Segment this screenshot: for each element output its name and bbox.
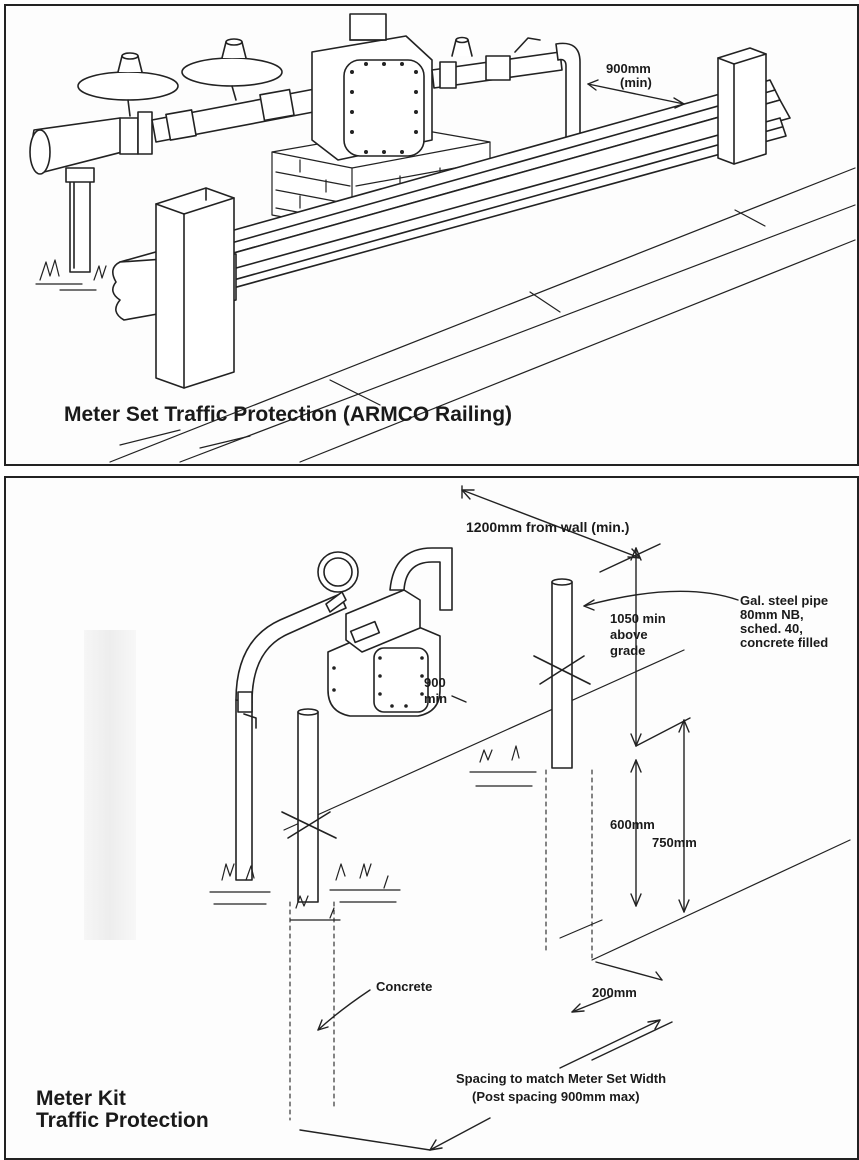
- post-spacing-dimension: [299, 1019, 673, 1151]
- pipe-spec-label-4: concrete filled: [740, 635, 829, 650]
- pipe-spec-leader: [583, 590, 739, 611]
- grass-tuft: [209, 745, 537, 921]
- railing-post: [717, 47, 767, 165]
- embed-depth-label: 600mm: [610, 817, 655, 832]
- regulator-vent-cap: [77, 52, 179, 117]
- embed-depth-dimension: [630, 717, 691, 907]
- post-height-label-1: 1050 min: [610, 611, 666, 626]
- post-height-label-3: grade: [610, 643, 646, 658]
- spacing-label-1: Spacing to match Meter Set Width: [456, 1071, 667, 1086]
- pipe-spec-label-2: 80mm NB,: [740, 607, 804, 622]
- clearance-note-label: (min): [620, 75, 652, 90]
- protection-post: [281, 708, 337, 903]
- gas-meter-kit: [235, 547, 453, 881]
- pipe-spec-label-3: sched. 40,: [740, 621, 803, 636]
- meter-clearance-label-2: min: [424, 691, 448, 706]
- clearance-value-label: 900mm: [606, 61, 651, 76]
- concrete-label: Concrete: [376, 979, 433, 994]
- concrete-footing: [289, 769, 593, 1121]
- hole-depth-label: 750mm: [652, 835, 697, 850]
- top-panel-title: Meter Set Traffic Protection (ARMCO Rail…: [64, 403, 513, 426]
- gas-meter: [311, 13, 433, 161]
- manifold-pipe: [151, 83, 335, 143]
- protection-post: [533, 578, 591, 769]
- regulator-vent-cap: [181, 38, 283, 101]
- scan-artifact: [84, 630, 136, 940]
- regulator-body: [29, 111, 153, 175]
- bottom-panel-title-line1: Meter Kit: [36, 1087, 126, 1110]
- railing-post: [155, 187, 235, 389]
- meter-kit-panel: [4, 476, 859, 1160]
- clearance-dimension-arrow: [587, 79, 685, 109]
- footing-width-label: 200mm: [592, 985, 637, 1000]
- footing-width-dimension: [571, 961, 663, 1013]
- spacing-label-2: (Post spacing 900mm max): [472, 1089, 640, 1104]
- armco-rail-beam: [112, 79, 791, 321]
- bottom-panel-title-line2: Traffic Protection: [36, 1109, 209, 1132]
- wall-distance-dimension: [461, 485, 661, 573]
- pipe-spec-label-1: Gal. steel pipe: [740, 593, 829, 608]
- ground-lines: [109, 167, 856, 463]
- meter-clearance-label-1: 900: [424, 675, 446, 690]
- concrete-leader: [317, 989, 371, 1031]
- ground-lines: [283, 649, 851, 961]
- left-support-pipe: [65, 167, 95, 273]
- grass-tuft: [35, 259, 107, 291]
- hole-depth-dimension: [678, 719, 690, 913]
- wall-distance-label: 1200mm from wall (min.): [466, 519, 630, 535]
- post-height-label-2: above: [610, 627, 648, 642]
- post-height-dimension: [630, 547, 642, 747]
